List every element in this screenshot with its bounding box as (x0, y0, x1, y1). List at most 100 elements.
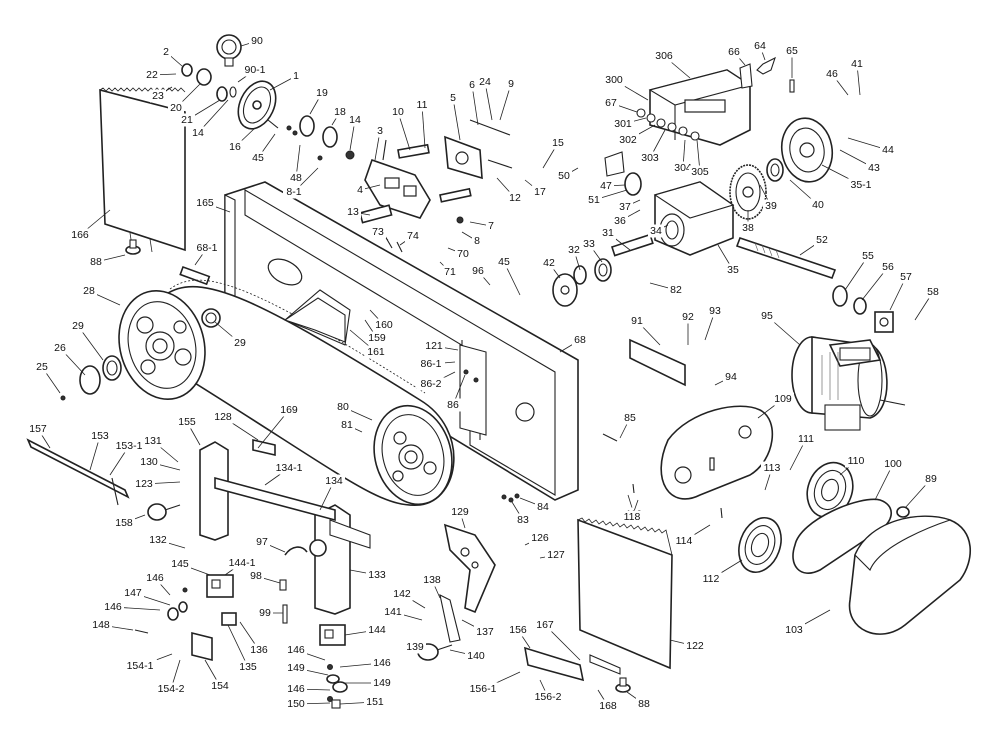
part-number-label: 169 (280, 404, 298, 416)
part-number-label-background (581, 237, 597, 251)
part-number-label-background (882, 457, 904, 471)
part-number-label: 134 (325, 475, 343, 487)
part-number-label: 50 (558, 170, 570, 182)
part-number-label: 86-1 (420, 358, 441, 370)
part-number-label: 41 (851, 58, 863, 70)
part-number-label-background (668, 283, 684, 297)
part-number-label: 1 (293, 70, 299, 82)
part-number-label: 44 (882, 144, 894, 156)
part-number-label-background (541, 256, 557, 270)
part-number-label: 74 (407, 230, 419, 242)
part-number-label-background (586, 193, 602, 207)
part-number-label-background (772, 392, 794, 406)
part-number-label-background (323, 474, 345, 488)
part-number-label: 122 (686, 640, 704, 652)
part-number-label: 46 (826, 68, 838, 80)
part-number-label: 28 (83, 285, 95, 297)
part-number-label: 154 (211, 680, 229, 692)
part-number-label-background (534, 618, 556, 632)
block-128 (252, 438, 276, 457)
part-number-label: 33 (583, 238, 595, 250)
part-number-label: 88 (90, 256, 102, 268)
plate-154 (191, 631, 213, 662)
part-number-label: 85 (624, 412, 636, 424)
part-number-label-background (860, 249, 876, 263)
part-number-label-background (445, 398, 461, 412)
part-number-label-background (597, 699, 619, 713)
bar-157 (26, 438, 130, 506)
part-number-label-background (421, 573, 443, 587)
part-number-label: 142 (393, 588, 411, 600)
part-number-label-background (248, 643, 270, 657)
part-number-label: 168 (599, 700, 617, 712)
part-number-label: 160 (375, 319, 393, 331)
bearings-39-40 (766, 158, 784, 182)
part-number-label: 134-1 (276, 462, 303, 474)
part-number-label-background (250, 151, 266, 165)
part-number-label: 139 (406, 641, 424, 653)
part-number-label-background (69, 228, 91, 242)
part-number-label: 38 (742, 222, 754, 234)
part-number-label-background (726, 45, 742, 59)
part-number-label: 118 (624, 511, 641, 523)
part-number-label: 88 (638, 698, 650, 710)
part-number-label: 21 (181, 114, 193, 126)
part-number-label-background (617, 133, 639, 147)
part-number-label-background (477, 75, 493, 89)
part-number-label-background (898, 270, 914, 284)
part-number-label-background (622, 411, 638, 425)
part-number-label: 144-1 (229, 557, 256, 569)
part-number-label-background (366, 331, 388, 345)
part-number-label: 8-1 (286, 186, 301, 198)
part-number-label: 64 (754, 40, 766, 52)
part-number-label-background (673, 534, 695, 548)
part-number-label: 137 (476, 626, 494, 638)
part-number-label: 80 (337, 401, 349, 413)
shafts (359, 143, 472, 224)
part-number-label: 145 (171, 558, 189, 570)
part-number-label-background (283, 185, 305, 199)
part-number-label-background (465, 649, 487, 663)
part-number-label-background (81, 284, 97, 298)
part-number-label: 166 (71, 229, 89, 241)
part-number-label-background (414, 98, 430, 112)
part-number-label-background (442, 265, 458, 279)
part-number-label-background (603, 96, 619, 110)
bracket-129 (443, 523, 496, 614)
blade-guard-right (577, 517, 673, 670)
part-number-label-background (531, 690, 565, 704)
part-number-label-background (248, 569, 264, 583)
clamp-136 (221, 612, 237, 626)
part-number-label: 45 (252, 152, 264, 164)
part-number-label: 29 (234, 337, 246, 349)
part-number-label: 39 (765, 200, 777, 212)
part-number-label-background (366, 568, 388, 582)
part-number-label-background (810, 198, 826, 212)
part-number-label-background (144, 571, 166, 585)
part-number-label-background (89, 429, 111, 443)
part-number-label-background (423, 339, 445, 353)
part-number-label-background (700, 572, 722, 586)
part-number-label-background (212, 410, 234, 424)
part-number-label: 153 (91, 430, 109, 442)
part-number-label: 34 (650, 225, 662, 237)
part-number-label: 58 (927, 286, 939, 298)
part-number-label-background (507, 623, 529, 637)
part-number-label-background (467, 78, 477, 92)
part-number-label: 302 (619, 134, 637, 146)
part-number-label-background (285, 682, 307, 696)
part-number-label-background (382, 605, 404, 619)
part-number-label: 149 (287, 662, 305, 674)
part-number-label: 70 (457, 248, 469, 260)
part-number-label: 123 (135, 478, 153, 490)
motor-95 (791, 336, 906, 431)
part-number-label-background (449, 505, 471, 519)
callout-leader-line (227, 624, 249, 668)
part-number-label: 73 (372, 226, 384, 238)
part-number-label: 132 (149, 534, 167, 546)
part-number-label: 82 (670, 284, 682, 296)
part-number-label-background (168, 101, 184, 115)
part-number-label: 7 (488, 220, 494, 232)
part-number-label-background (603, 73, 625, 87)
